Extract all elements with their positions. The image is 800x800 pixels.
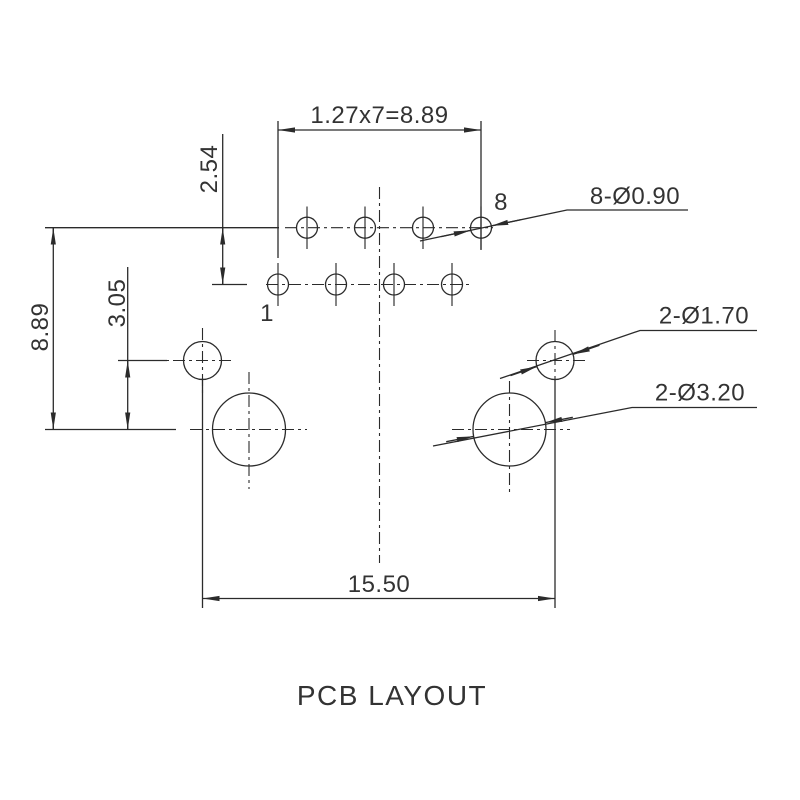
mounting-hole-left — [211, 392, 287, 467]
callout-text-pin-holes: 8-Ø0.90 — [590, 183, 680, 210]
leader-arrow-seg — [441, 229, 471, 238]
pin-number-first: 1 — [260, 300, 274, 327]
extension-lines — [45, 121, 556, 608]
callout-text-locating-holes: 2-Ø1.70 — [659, 303, 749, 330]
dim-text-locating-offset: 3.05 — [104, 279, 131, 328]
dimension-lines — [50, 127, 555, 602]
dim-text-row-spacing: 2.54 — [196, 145, 223, 194]
leader-locating-holes — [499, 329, 757, 380]
annotations: 1.27x7=8.89 2.54 8.89 3.05 15.50 8-Ø0.90… — [27, 102, 749, 711]
leader-mounting-holes — [432, 406, 757, 447]
mounting-hole-right — [472, 392, 547, 467]
drawing-title: PCB LAYOUT — [297, 680, 487, 711]
pin-number-last: 8 — [494, 189, 508, 216]
callout-text-mounting-holes: 2-Ø3.20 — [655, 380, 745, 407]
leader-arrow-seg — [545, 416, 573, 424]
centerlines — [150, 187, 586, 563]
locating-hole-right — [535, 340, 575, 381]
leader-arrow-seg — [491, 219, 521, 227]
large-holes — [182, 340, 575, 467]
leader-pin-holes — [419, 209, 688, 242]
leader-arrow-seg — [446, 435, 474, 443]
leader-lines — [419, 209, 757, 447]
dim-text-pin-pitch: 1.27x7=8.89 — [310, 102, 448, 129]
leader-arrow-seg — [510, 365, 538, 377]
leader-arrow-seg — [572, 344, 600, 356]
dim-text-pattern-height: 8.89 — [27, 303, 54, 352]
dim-text-locating-span: 15.50 — [348, 571, 411, 598]
